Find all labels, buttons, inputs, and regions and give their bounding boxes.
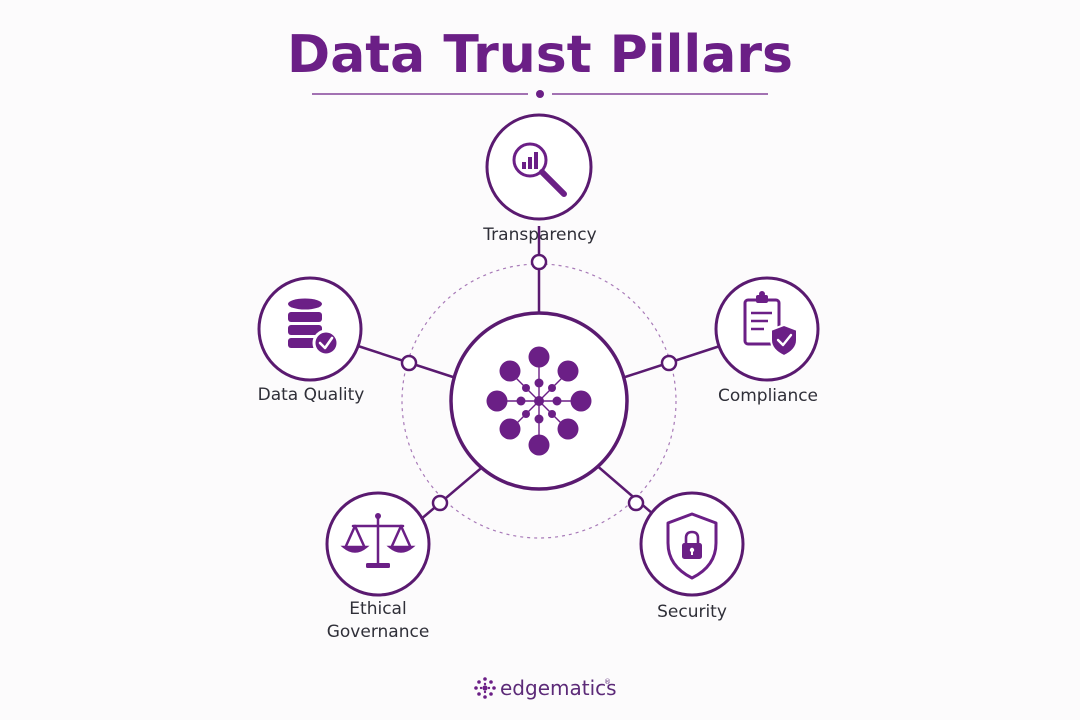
pillar-security: Security (639, 491, 745, 622)
central-hub (449, 311, 629, 491)
connector-ethical-governance (419, 463, 487, 521)
pillar-label-data-quality: Data Quality (258, 385, 365, 405)
edgematics-logo: edgematics ® (474, 676, 617, 700)
logo-wordmark: edgematics (500, 676, 617, 700)
clipboard-shield-icon (743, 291, 798, 358)
pillar-label-ethical: Ethical (349, 599, 406, 619)
pillar-transparency: Transparency (482, 113, 597, 245)
pillar-compliance: Compliance (714, 276, 820, 406)
pillar-label-compliance: Compliance (718, 386, 818, 406)
page-title: Data Trust Pillars (287, 25, 793, 85)
pillar-ethical-governance: Ethical Governance (325, 491, 431, 642)
scales-icon (340, 513, 416, 568)
pillar-label-transparency: Transparency (482, 225, 596, 245)
connector-security (594, 463, 661, 521)
magnifier-chart-icon (512, 142, 567, 197)
pillar-label-security: Security (657, 602, 727, 622)
logo-registered-mark: ® (604, 678, 611, 686)
title-divider (312, 90, 768, 98)
pillar-data-quality: Data Quality (257, 276, 365, 405)
database-check-icon (288, 298, 340, 357)
pillar-label-governance: Governance (327, 622, 430, 642)
edgematics-mark-icon (474, 677, 496, 699)
connector-nodes (400, 253, 678, 512)
network-hub-icon (486, 346, 592, 456)
shield-lock-icon (666, 512, 718, 580)
